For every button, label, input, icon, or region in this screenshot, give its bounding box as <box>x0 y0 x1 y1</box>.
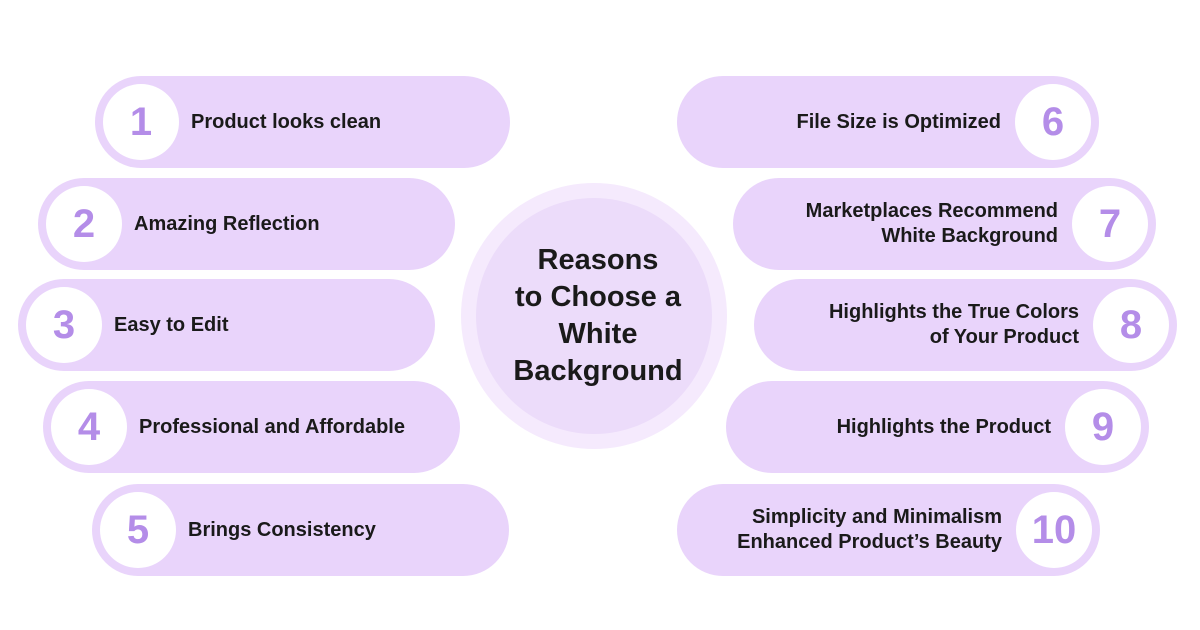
reason-number-6: 6 <box>1015 84 1091 160</box>
reason-label-8: Highlights the True Colors of Your Produ… <box>828 301 1079 348</box>
reason-item-5: 5 Brings Consistency <box>92 484 509 576</box>
reason-number-8: 8 <box>1093 287 1169 363</box>
reason-label-3: Easy to Edit <box>114 313 229 336</box>
reason-number-10: 10 <box>1016 492 1092 568</box>
reason-label-4: Professional and Affordable <box>139 415 405 438</box>
center-title: Reasons to Choose a White Background <box>513 244 683 387</box>
reason-label-7: Marketplaces Recommend White Background <box>805 200 1058 247</box>
reason-label-6: File Size is Optimized <box>796 110 1002 133</box>
reason-label-9: Highlights the Product <box>836 415 1051 438</box>
reason-item-9: 9 Highlights the Product <box>726 381 1149 473</box>
reason-label-1: Product looks clean <box>191 110 382 133</box>
reason-number-3: 3 <box>26 287 102 363</box>
reason-item-10: 10 Simplicity and Minimalism Enhanced Pr… <box>677 484 1100 576</box>
reason-number-9: 9 <box>1065 389 1141 465</box>
reason-label-10: Simplicity and Minimalism Enhanced Produ… <box>737 506 1002 553</box>
reason-number-4: 4 <box>51 389 127 465</box>
reason-item-8: 8 Highlights the True Colors of Your Pro… <box>754 279 1177 371</box>
reason-number-5: 5 <box>100 492 176 568</box>
reason-item-6: 6 File Size is Optimized <box>677 76 1099 168</box>
reason-number-1: 1 <box>103 84 179 160</box>
reason-item-2: 2 Amazing Reflection <box>38 178 455 270</box>
reason-item-7: 7 Marketplaces Recommend White Backgroun… <box>733 178 1156 270</box>
reason-label-5: Brings Consistency <box>188 518 376 541</box>
center-circle-inner <box>476 198 712 434</box>
reason-item-4: 4 Professional and Affordable <box>43 381 460 473</box>
reason-item-1: 1 Product looks clean <box>95 76 510 168</box>
reason-number-7: 7 <box>1072 186 1148 262</box>
reason-item-3: 3 Easy to Edit <box>18 279 435 371</box>
reason-number-2: 2 <box>46 186 122 262</box>
reason-label-2: Amazing Reflection <box>134 212 320 235</box>
